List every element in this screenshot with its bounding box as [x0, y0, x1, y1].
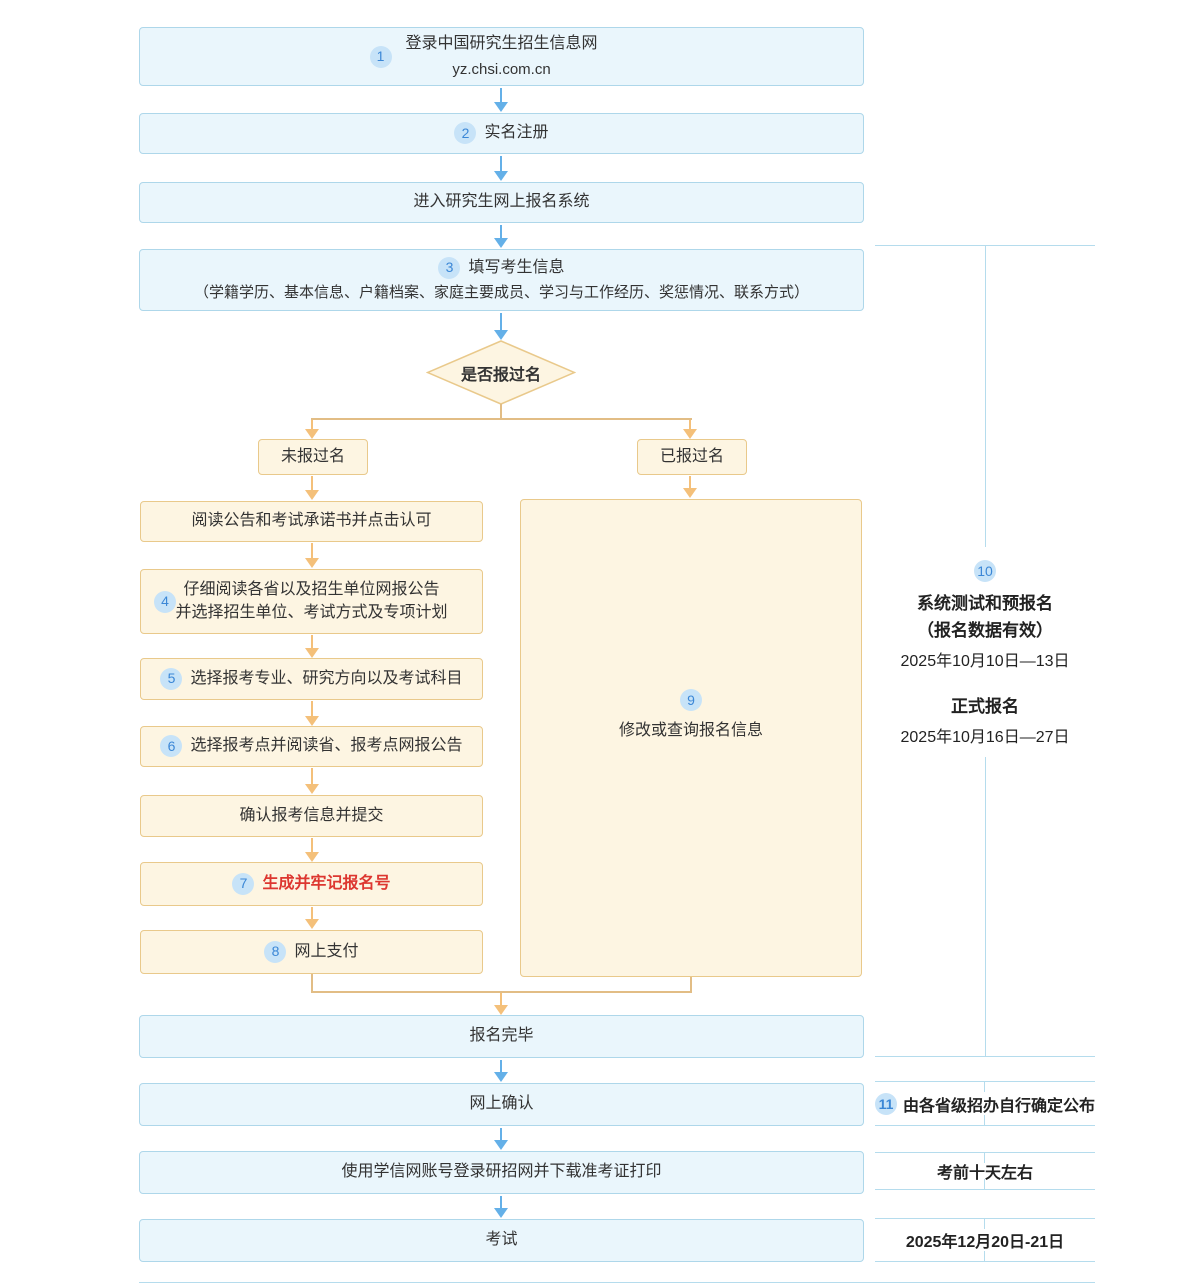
flow-arrow: [494, 156, 508, 181]
period-title-formal: 正式报名: [951, 697, 1019, 716]
node-login: 1 登录中国研究生招生信息网 yz.chsi.com.cn: [139, 27, 864, 86]
node-read-notice-label: 阅读公告和考试承诺书并点击认可: [191, 512, 432, 530]
node-exam: 考试: [139, 1219, 864, 1262]
connector-line: [311, 418, 692, 420]
node-pay-online-label: 网上支付: [294, 942, 359, 960]
annotation-registration-period: 10 系统测试和预报名 （报名数据有效） 2025年10月10日—13日 正式报…: [875, 560, 1095, 747]
node-modify-query: 9 修改或查询报名信息: [520, 499, 862, 977]
node-choose-major: 5 选择报考专业、研究方向以及考试科目: [140, 658, 483, 700]
node-confirm-online: 网上确认: [139, 1083, 864, 1126]
node-read-detail: 4 仔细阅读各省以及招生单位网报公告 并选择招生单位、考试方式及专项计划: [140, 569, 483, 634]
bracket-line: [985, 245, 986, 547]
bracket-tick: [984, 1251, 985, 1261]
bracket-tick: [984, 1082, 985, 1092]
annotation-confirm-note: 11 由各省级招办自行确定公布: [875, 1081, 1095, 1126]
flow-arrow: [305, 838, 319, 862]
node-download-ticket: 使用学信网账号登录研招网并下载准考证打印: [139, 1151, 864, 1194]
flow-arrow: [305, 768, 319, 794]
node-download-ticket-label: 使用学信网账号登录研招网并下载准考证打印: [341, 1163, 662, 1181]
node-login-title: 登录中国研究生招生信息网: [405, 35, 598, 53]
node-generate-id: 7 生成并牢记报名号: [140, 862, 483, 906]
node-choose-major-label: 选择报考专业、研究方向以及考试科目: [190, 669, 463, 687]
decision-label: 是否报过名: [460, 366, 541, 384]
flow-arrow: [494, 1128, 508, 1150]
node-fill-info-title: 填写考生信息: [468, 258, 565, 276]
node-pay-online: 8 网上支付: [140, 930, 483, 974]
node-generate-id-label: 生成并牢记报名号: [262, 874, 391, 892]
confirm-note-label: 由各省级招办自行确定公布: [903, 1097, 1096, 1115]
node-choose-site: 6 选择报考点并阅读省、报考点网报公告: [140, 726, 483, 767]
node-finish: 报名完毕: [139, 1015, 864, 1058]
flow-arrow: [305, 476, 319, 500]
period-date-formal: 2025年10月16日—27日: [900, 729, 1070, 746]
bracket-tick: [984, 1153, 985, 1163]
node-not-registered: 未报过名: [258, 439, 368, 475]
bottom-edge-line: [139, 1282, 1095, 1283]
node-enter-system: 进入研究生网上报名系统: [139, 182, 864, 223]
bracket-line: [875, 1056, 1095, 1057]
ticket-note-label: 考前十天左右: [936, 1165, 1033, 1182]
period-title-test: 系统测试和预报名: [917, 594, 1053, 613]
step-number-4: 4: [154, 590, 176, 613]
connector-line: [690, 977, 692, 993]
node-read-detail-line2: 并选择招生单位、考试方式及专项计划: [175, 603, 448, 621]
flow-arrow: [305, 907, 319, 929]
annotation-exam-date: 2025年12月20日-21日: [875, 1218, 1095, 1262]
node-read-notice: 阅读公告和考试承诺书并点击认可: [140, 501, 483, 542]
step-number-6: 6: [160, 735, 183, 758]
bracket-tick: [984, 1179, 985, 1189]
merge-arrow: [494, 993, 508, 1015]
step-number-10: 10: [974, 560, 996, 582]
flow-arrow: [494, 88, 508, 112]
node-confirm-submit: 确认报考信息并提交: [140, 795, 483, 837]
node-fill-info-detail: （学籍学历、基本信息、户籍档案、家庭主要成员、学习与工作经历、奖惩情况、联系方式…: [193, 284, 809, 302]
node-not-registered-label: 未报过名: [280, 447, 345, 465]
node-modify-query-label: 修改或查询报名信息: [618, 722, 763, 740]
branch-arrow-right: [683, 420, 697, 439]
bracket-tick: [984, 1115, 985, 1125]
node-login-url: yz.chsi.com.cn: [452, 60, 551, 78]
node-choose-site-label: 选择报考点并阅读省、报考点网报公告: [190, 737, 463, 755]
node-confirm-submit-label: 确认报考信息并提交: [239, 806, 384, 824]
step-number-7: 7: [232, 872, 255, 895]
exam-date-label: 2025年12月20日-21日: [905, 1234, 1065, 1251]
annotation-ticket-note: 考前十天左右: [875, 1152, 1095, 1190]
flow-arrow: [494, 313, 508, 340]
connector-line: [311, 974, 313, 993]
step-number-3: 3: [438, 256, 461, 279]
step-number-1: 1: [369, 45, 392, 68]
flow-arrow: [683, 476, 697, 498]
connector-line: [500, 404, 502, 419]
bracket-line: [985, 757, 986, 1057]
branch-arrow-left: [305, 420, 319, 439]
flow-arrow: [305, 635, 319, 658]
node-fill-info: 3 填写考生信息 （学籍学历、基本信息、户籍档案、家庭主要成员、学习与工作经历、…: [139, 249, 864, 311]
flow-arrow: [494, 1196, 508, 1218]
period-title-valid: （报名数据有效）: [917, 621, 1053, 640]
step-number-8: 8: [264, 940, 287, 963]
node-read-detail-line1: 仔细阅读各省以及招生单位网报公告: [183, 581, 440, 599]
flow-arrow: [305, 701, 319, 726]
step-number-9: 9: [680, 689, 702, 712]
step-number-5: 5: [160, 667, 183, 690]
step-number-11: 11: [875, 1092, 897, 1115]
step-number-2: 2: [454, 122, 477, 145]
node-confirm-online-label: 网上确认: [469, 1095, 534, 1113]
connector-line: [311, 991, 692, 993]
period-date-pre: 2025年10月10日—13日: [900, 653, 1070, 670]
node-already-registered: 已报过名: [637, 439, 747, 475]
node-exam-label: 考试: [485, 1231, 518, 1249]
flow-arrow: [305, 543, 319, 568]
node-already-registered-label: 已报过名: [659, 447, 724, 465]
node-enter-system-label: 进入研究生网上报名系统: [413, 193, 590, 211]
flow-arrow: [494, 1060, 508, 1082]
node-register: 2 实名注册: [139, 113, 864, 154]
node-finish-label: 报名完毕: [469, 1027, 534, 1045]
flow-arrow: [494, 225, 508, 248]
bracket-tick: [984, 1219, 985, 1229]
node-register-label: 实名注册: [484, 124, 549, 142]
